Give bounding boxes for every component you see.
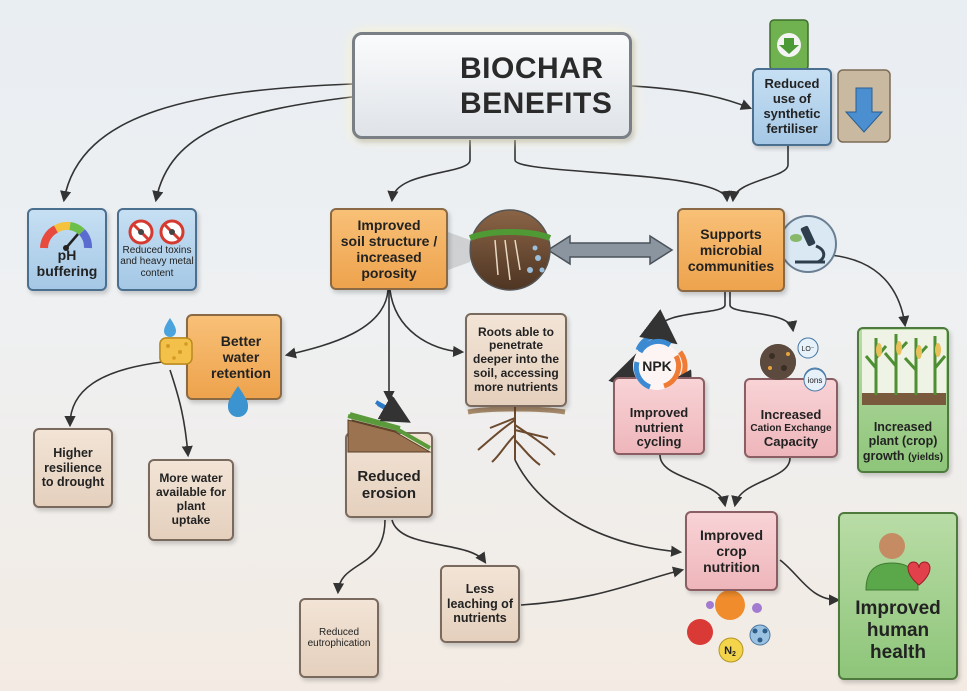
text-line: Increased: [873, 419, 933, 434]
node-less-leaching: Less leaching of nutrients: [440, 565, 520, 643]
node-reduced-toxins: Reduced toxins and heavy metal content: [117, 208, 197, 291]
text-line: uptake: [171, 512, 211, 527]
diagram-title: BIOCHAR BENEFITS: [460, 52, 620, 121]
text-line: growth (yields): [863, 449, 943, 464]
text-line: crop: [716, 542, 747, 559]
text-line: Less: [465, 582, 495, 597]
text-part: growth: [862, 448, 905, 463]
text-line: communities: [687, 258, 775, 275]
text-line: Capacity: [763, 433, 819, 449]
text-line: retention: [211, 365, 271, 382]
text-line: penetrate: [488, 338, 544, 353]
title-line1: BIOCHAR: [460, 52, 604, 85]
text-line: Reduced: [764, 76, 820, 92]
text-line: synthetic: [763, 106, 821, 121]
text-line: cycling: [636, 434, 682, 450]
text-line: leaching of: [447, 596, 513, 611]
connectors: [60, 83, 910, 606]
text-line: Reduced: [318, 626, 360, 638]
node-nutrient-cycling: Improved nutrient cycling: [613, 377, 705, 455]
fertiliser-bag-green-icon: [769, 19, 809, 71]
soil-cross-section-icon: [448, 209, 552, 291]
node-drought-resilience: Higher resilience to drought: [33, 428, 113, 508]
text-line: water: [222, 348, 260, 365]
node-roots: Roots able to penetrate deeper into the …: [465, 313, 567, 407]
microscope-icon: [779, 215, 837, 273]
text-line: Improved: [629, 404, 689, 420]
text-line: buffering: [36, 262, 98, 279]
text-line: soil, accessing: [473, 365, 559, 380]
node-more-water: More water available for plant uptake: [148, 459, 234, 541]
text-line: Improved: [855, 598, 941, 620]
node-reduced-eutrophication: Reduced eutrophication: [299, 598, 379, 678]
text-line: Higher: [53, 446, 93, 461]
text-line: pH: [57, 246, 77, 263]
title-box: [352, 32, 632, 139]
text-line: increased: [356, 249, 422, 265]
text-line: More water: [159, 471, 223, 486]
text-line: Increased: [760, 407, 822, 423]
node-crop-nutrition: Improved crop nutrition: [685, 511, 778, 591]
node-plant-growth: Increased plant (crop) growth (yields): [857, 327, 949, 473]
text-line: available for: [155, 485, 227, 500]
node-reduced-fertiliser: Reduced use of synthetic fertiliser: [752, 68, 832, 146]
text-line: plant: [176, 499, 206, 513]
fruit-nutrients-icon: N2: [687, 581, 771, 663]
double-arrow-icon: [546, 234, 674, 266]
text-part: (yields): [908, 451, 944, 463]
node-water-retention: Better water retention: [186, 314, 282, 400]
text-line: human: [866, 620, 930, 642]
text-line: Improved: [699, 526, 763, 543]
text-line: to drought: [41, 475, 105, 490]
text-line: Reduced toxins: [122, 244, 192, 256]
text-line: fertiliser: [766, 120, 818, 136]
text-line: soil structure /: [340, 232, 438, 249]
text-line: erosion: [361, 485, 417, 502]
text-line: and heavy metal: [120, 256, 194, 267]
text-line: resilience: [44, 460, 102, 475]
node-cation-exchange: Increased Cation Exchange Capacity: [744, 378, 838, 458]
n2-label: N2: [724, 645, 736, 658]
text-line: use of: [772, 91, 812, 107]
text-line: eutrophication: [307, 638, 371, 649]
roots-icon: [467, 405, 566, 466]
text-line: Cation Exchange: [750, 423, 832, 435]
text-line: more nutrients: [473, 379, 558, 394]
text-line: Supports: [700, 225, 762, 242]
text-line: deeper into the: [472, 352, 559, 367]
text-line: nutrient: [634, 419, 684, 435]
lo-ion-label: LO⁻: [801, 346, 814, 353]
node-human-health: Improved human health: [838, 512, 958, 680]
node-reduced-erosion: Reduced erosion: [345, 432, 433, 518]
text-line: microbial: [699, 241, 763, 258]
text-line: health: [870, 642, 926, 664]
text-line: Improved: [357, 216, 421, 233]
npk-label: NPK: [642, 359, 672, 375]
node-microbial-communities: Supports microbial communities: [677, 208, 785, 292]
text-line: Reduced: [357, 467, 421, 485]
text-line: nutrients: [453, 611, 507, 626]
node-soil-structure: Improved soil structure / increased poro…: [330, 208, 448, 290]
text-line: plant (crop): [868, 434, 938, 449]
title-line2: BENEFITS: [460, 86, 613, 120]
text-line: Better: [220, 332, 262, 349]
text-line: porosity: [361, 265, 417, 282]
text-line: nutrition: [703, 559, 760, 576]
text-line: content: [140, 267, 174, 279]
text-line: Roots able to: [477, 324, 554, 339]
node-ph-buffering: pH buffering: [27, 208, 107, 291]
fertiliser-bag-down-icon: [837, 69, 891, 143]
